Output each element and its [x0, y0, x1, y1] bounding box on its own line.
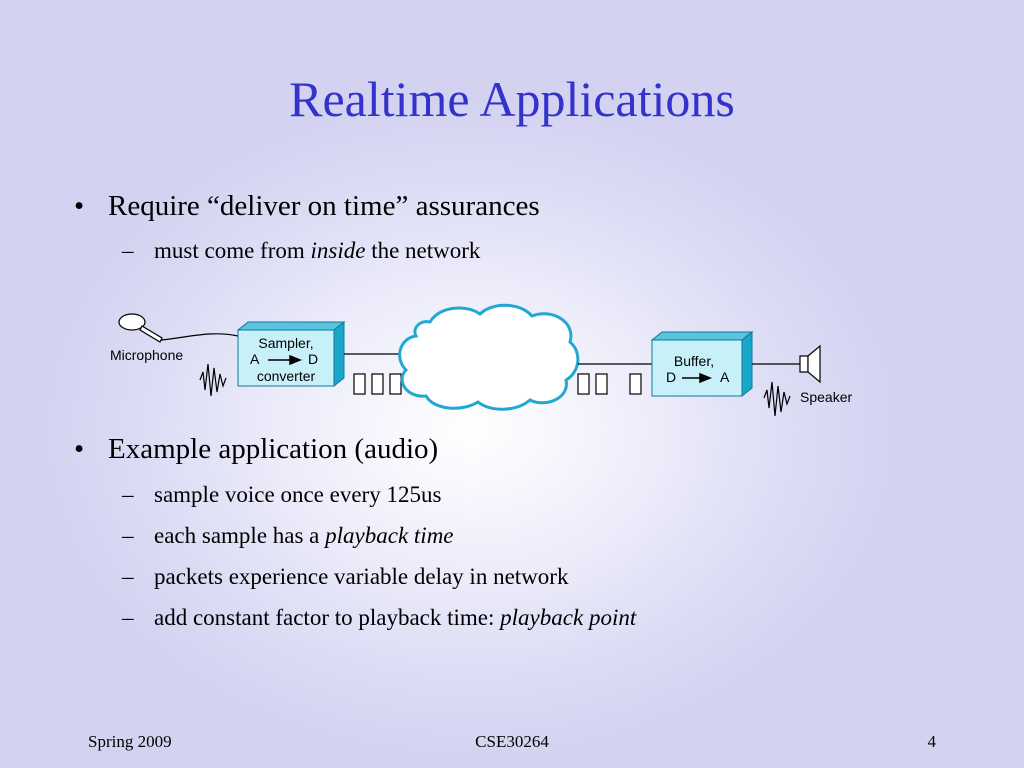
footer-page-number: 4	[927, 732, 937, 751]
sub-bullet-text: add constant factor to playback time:	[154, 605, 501, 630]
bullet-marker: •	[74, 190, 85, 222]
sub-bullet-text: packets experience variable delay in net…	[154, 564, 569, 589]
buffer-from-label: D	[666, 369, 676, 385]
sampler-from-label: A	[250, 351, 260, 367]
slide-title: Realtime Applications	[289, 71, 735, 127]
microphone-label: Microphone	[110, 347, 183, 363]
sub-bullet-text-end: the network	[365, 238, 481, 263]
buffer-box	[650, 330, 754, 398]
waveform-icon	[763, 381, 791, 417]
sub-bullet-text: must come from	[154, 238, 311, 263]
bullet-marker: •	[74, 433, 85, 465]
microphone-icon	[118, 313, 239, 343]
buffer-to-label: A	[720, 369, 730, 385]
bullet-text: Require “deliver on time” assurances	[108, 190, 540, 222]
sub-bullet-text: each sample has a	[154, 523, 326, 548]
sub-bullet-emphasis: playback time	[325, 523, 454, 548]
sampler-converter-label: converter	[257, 368, 316, 384]
bullet-text: Example application (audio)	[108, 433, 439, 465]
sub-bullet-marker: –	[122, 605, 134, 630]
sub-bullet-marker: –	[122, 523, 134, 548]
waveform-icon	[199, 363, 227, 397]
bullet-require: • Require “deliver on time” assurances	[74, 190, 540, 223]
sub-bullet-marker: –	[122, 482, 134, 507]
sub-bullet: – each sample has a playback time	[122, 523, 454, 549]
sub-bullet-emphasis: playback point	[500, 605, 637, 630]
sub-bullet-text: sample voice once every 125us	[154, 482, 442, 507]
sub-bullet-inside: – must come from inside the network	[122, 238, 480, 264]
footer-course: CSE30264	[475, 732, 549, 751]
arrow-right-icon	[682, 372, 713, 384]
packet-icon	[577, 373, 642, 395]
cloud-icon	[398, 303, 580, 411]
sub-bullet-marker: –	[122, 238, 134, 263]
sampler-converter-box	[236, 320, 346, 388]
sub-bullet-marker: –	[122, 564, 134, 589]
arrow-right-icon	[268, 354, 303, 366]
sub-bullet: – sample voice once every 125us	[122, 482, 441, 508]
buffer-title: Buffer,	[674, 353, 714, 369]
footer-date: Spring 2009	[88, 732, 172, 751]
speaker-icon	[799, 344, 821, 384]
sub-bullet: – packets experience variable delay in n…	[122, 564, 568, 590]
speaker-label: Speaker	[800, 389, 852, 405]
bullet-example: • Example application (audio)	[74, 433, 438, 466]
sampler-to-label: D	[308, 351, 318, 367]
sub-bullet: – add constant factor to playback time: …	[122, 605, 636, 631]
audio-pipeline-diagram: Microphone Sampler, A D converter	[110, 303, 852, 417]
sub-bullet-emphasis: inside	[310, 238, 366, 263]
sampler-title: Sampler,	[258, 335, 313, 351]
packet-icon	[353, 373, 402, 395]
